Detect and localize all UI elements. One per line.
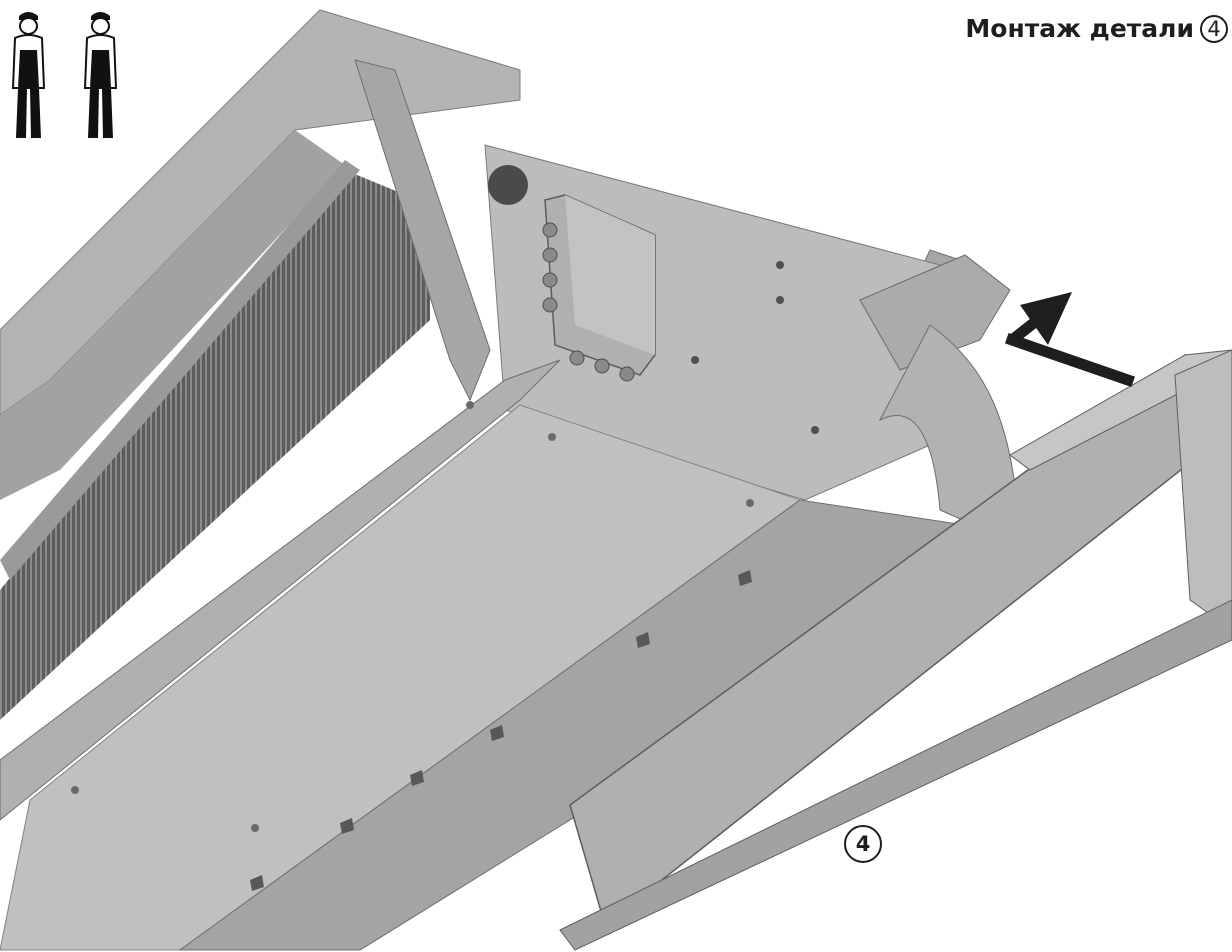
front-flange [0,359,561,821]
end-plate-hole [776,261,784,269]
cable-gland [542,272,558,288]
heat-exchanger-coil [0,170,430,720]
part-4-bottom-flange [559,599,1232,951]
mounting-bracket [859,254,1011,371]
install-direction-arrow-icon [1005,292,1135,387]
screw [71,786,79,794]
grille-tab [340,818,354,834]
junction-box-lid [565,195,655,355]
end-plate-hole [776,296,784,304]
screw [548,433,556,441]
two-workers-icon [11,12,118,138]
grille-tab [490,725,504,741]
cable-gland [569,350,585,366]
cable-entry-hole [488,165,528,205]
coil-side-frame [0,160,360,580]
part-4-end-flange [1174,349,1232,631]
cable-gland [619,366,635,382]
grille-tab [636,632,650,648]
screw [746,499,754,507]
cable-gland [542,297,558,313]
top-rail-face [0,130,345,500]
left-bracket [354,59,491,402]
worker-icon [11,12,46,138]
screw [466,401,474,409]
bottom-plate [0,404,802,951]
screw [251,824,259,832]
grille-tab [738,570,752,586]
part-number-badge: 4 [1200,14,1228,43]
grille-tab [250,875,264,891]
page-title: Монтаж детали 4 [965,14,1228,43]
cable-gland [594,358,610,374]
grille-tab [410,770,424,786]
worker-icon [83,12,118,138]
part-4-callout: 4 [844,825,882,863]
end-plate-hole [811,426,819,434]
page-title-text: Монтаж детали [965,14,1194,43]
cable-gland [542,247,558,263]
cable-gland [542,222,558,238]
end-plate-hole [691,356,699,364]
